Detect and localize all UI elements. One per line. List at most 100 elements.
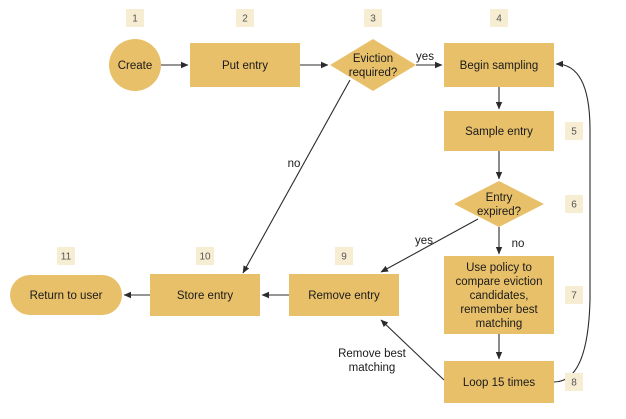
edge-eviction-no — [242, 79, 351, 274]
step-number: 3 — [370, 14, 376, 25]
edge-label-line: Remove best — [338, 348, 407, 360]
step-badge-box — [565, 373, 583, 391]
edge-label-loop-to-remove: Remove best matching — [338, 348, 407, 374]
step-badge-box — [126, 9, 144, 27]
node-label-return-to-user: Return to user — [30, 290, 103, 302]
node-shape-rect — [444, 256, 554, 334]
edge-label-eviction-no: no — [288, 158, 301, 170]
edge-expired-yes — [380, 218, 479, 273]
node-label-loop-15-times: Loop 15 times — [463, 377, 535, 389]
node-label-line: expired? — [477, 206, 521, 218]
node-put-entry: Put entry — [190, 43, 300, 87]
node-store-entry: Store entry — [150, 274, 260, 316]
node-begin-sampling: Begin sampling — [444, 43, 554, 87]
nodes-layer: Create Put entry Eviction required? Begin sa… — [10, 39, 554, 403]
node-label-eviction-required: Eviction required? — [349, 53, 398, 79]
node-label-create: Create — [118, 60, 153, 72]
node-remove-entry: Remove entry — [289, 274, 399, 316]
node-label-line: Eviction — [353, 53, 393, 65]
step-number: 10 — [199, 252, 211, 263]
step-badge-box — [196, 247, 214, 265]
node-shape-rect — [444, 43, 554, 87]
node-shape-stadium — [10, 275, 122, 315]
step-badge-5: 5 — [565, 122, 583, 140]
step-badge-box — [364, 9, 382, 27]
node-label-line: Use policy to — [466, 262, 532, 274]
node-sample-entry: Sample entry — [444, 111, 554, 151]
edge-loop-back — [553, 60, 591, 383]
node-label-begin-sampling: Begin sampling — [460, 60, 539, 72]
node-label-line: Store entry — [177, 290, 233, 302]
edge-label-line: no — [512, 238, 525, 250]
step-badge-box — [335, 247, 353, 265]
node-shape-rect — [190, 43, 300, 87]
step-badges-layer: 1 2 3 4 5 6 7 8 9 10 11 — [57, 9, 583, 391]
node-use-policy: Use policy to compare eviction candidates,… — [444, 256, 554, 334]
node-label-sample-entry: Sample entry — [465, 126, 533, 138]
step-number: 4 — [496, 14, 502, 25]
edge-label-expired-no: no — [512, 238, 525, 250]
step-badge-1: 1 — [126, 9, 144, 27]
step-number: 2 — [242, 14, 248, 25]
edge-loop-to-remove — [380, 319, 445, 381]
edge-label-line: yes — [416, 51, 434, 63]
node-label-line: Put entry — [222, 60, 268, 72]
node-label-store-entry: Store entry — [177, 290, 233, 302]
edge-label-line: matching — [349, 362, 396, 374]
step-badge-box — [565, 122, 583, 140]
step-badge-box — [236, 9, 254, 27]
step-badge-box — [565, 195, 583, 213]
step-number: 8 — [571, 378, 577, 389]
node-shape-diamond — [330, 39, 416, 91]
node-eviction-required: Eviction required? — [330, 39, 416, 91]
step-badge-10: 10 — [196, 247, 214, 265]
node-label-line: Loop 15 times — [463, 377, 535, 389]
step-number: 7 — [571, 291, 577, 302]
step-badge-box — [565, 286, 583, 304]
node-label-line: matching — [476, 318, 523, 330]
node-create: Create — [109, 39, 161, 91]
node-label-line: Entry — [486, 192, 513, 204]
node-shape-circle — [109, 39, 161, 91]
step-badge-box — [490, 9, 508, 27]
node-shape-rect — [444, 361, 554, 403]
node-label-line: candidates, — [470, 290, 529, 302]
step-number: 5 — [571, 127, 577, 138]
node-label-line: required? — [349, 67, 398, 79]
node-label-use-policy: Use policy to compare eviction candidates,… — [456, 262, 543, 330]
step-badge-2: 2 — [236, 9, 254, 27]
node-shape-rect — [444, 111, 554, 151]
node-label-line: compare eviction — [456, 276, 543, 288]
node-return-to-user: Return to user — [10, 275, 122, 315]
edge-label-eviction-yes: yes — [416, 51, 434, 63]
step-badge-3: 3 — [364, 9, 382, 27]
edge-label-line: yes — [415, 235, 433, 247]
step-badge-6: 6 — [565, 195, 583, 213]
step-number: 6 — [571, 200, 577, 211]
node-label-remove-entry: Remove entry — [308, 290, 380, 302]
step-badge-4: 4 — [490, 9, 508, 27]
node-label-line: Create — [118, 60, 153, 72]
step-number: 11 — [61, 252, 72, 263]
edge-label-expired-yes: yes — [415, 235, 433, 247]
node-shape-rect — [289, 274, 399, 316]
step-number: 9 — [341, 252, 347, 263]
step-badge-7: 7 — [565, 286, 583, 304]
node-label-line: Sample entry — [465, 126, 533, 138]
step-badge-11: 11 — [57, 247, 75, 265]
node-shape-diamond — [454, 181, 544, 227]
node-entry-expired: Entry expired? — [454, 181, 544, 227]
node-label-line: Begin sampling — [460, 60, 539, 72]
step-badge-box — [57, 247, 75, 265]
node-label-line: remember best — [460, 304, 538, 316]
step-badge-9: 9 — [335, 247, 353, 265]
node-label-entry-expired: Entry expired? — [477, 192, 521, 218]
edge-label-line: no — [288, 158, 301, 170]
step-number: 1 — [132, 14, 138, 25]
node-label-line: Remove entry — [308, 290, 380, 302]
step-badge-8: 8 — [565, 373, 583, 391]
node-label-put-entry: Put entry — [222, 60, 268, 72]
node-loop-15-times: Loop 15 times — [444, 361, 554, 403]
